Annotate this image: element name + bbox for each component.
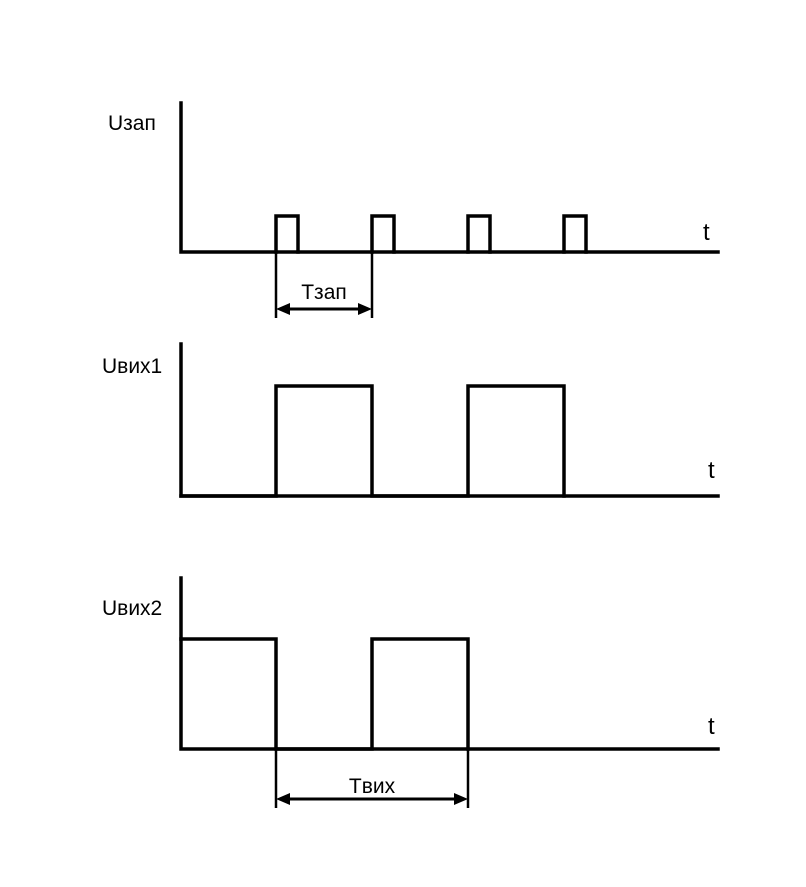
plot2-y-label: Uвих1	[102, 355, 162, 378]
plot2-axes	[179, 342, 720, 498]
output2-waveform	[179, 637, 470, 751]
plot-output-1: Uвих1 t	[102, 342, 720, 498]
plot2-t-label: t	[708, 457, 715, 484]
plot1-y-label: Uзап	[108, 112, 156, 135]
output1-waveform	[179, 384, 566, 498]
plot1-t-label: t	[703, 219, 710, 246]
trigger-pulse-4	[562, 214, 588, 254]
tzap-label: Tзап	[301, 281, 347, 304]
plot1-axes	[179, 101, 720, 254]
plot3-t-label: t	[708, 713, 715, 740]
trigger-pulse-2	[370, 214, 396, 254]
tvyh-arrow-right	[454, 793, 468, 805]
tvyh-label: Tвих	[349, 775, 396, 798]
plot3-y-label: Uвих2	[102, 597, 162, 620]
trigger-pulse-1	[274, 214, 300, 254]
trigger-pulse-3	[466, 214, 492, 254]
plot3-axes	[179, 576, 720, 751]
plot-trigger-pulses: Uзап t Tзап	[108, 101, 720, 318]
tzap-arrow-left	[276, 303, 290, 315]
plot-output-2: Uвих2 t Tвих	[102, 576, 720, 808]
tzap-arrow-right	[358, 303, 372, 315]
tvyh-arrow-left	[276, 793, 290, 805]
